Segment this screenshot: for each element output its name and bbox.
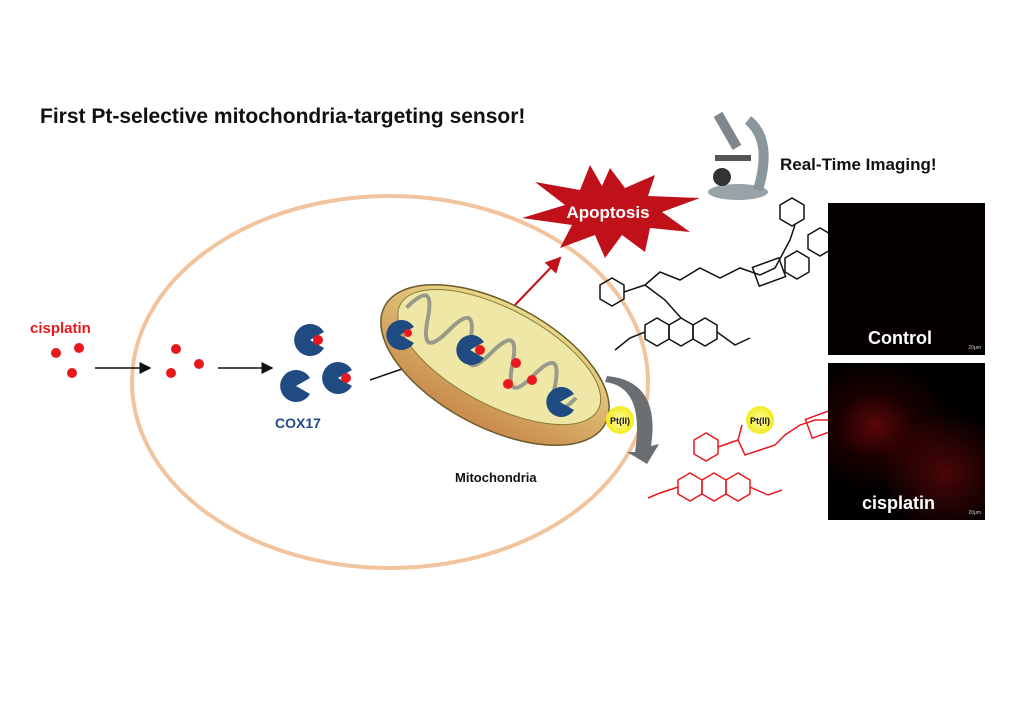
pt-badge-2: Pt(II) <box>746 406 774 434</box>
cisplatin-label: cisplatin <box>30 320 91 337</box>
mitochondria-cox17 <box>386 320 574 418</box>
svg-text:Pt(II): Pt(II) <box>610 416 630 426</box>
cisplatin-dots <box>51 343 204 378</box>
control-image-label: Control <box>868 328 932 348</box>
pt-badge-1: Pt(II) <box>606 406 634 434</box>
cisplatin-image-label: cisplatin <box>862 493 936 513</box>
scale-bar-label: 20μm <box>968 510 981 516</box>
cell-membrane <box>130 194 650 570</box>
cox17-proteins <box>280 324 352 402</box>
imaging-label: Real-Time Imaging! <box>780 155 937 174</box>
apoptosis-arrow <box>514 256 562 306</box>
microscope-icon <box>708 111 769 200</box>
cisplatin-image: cisplatin 20μm <box>828 363 985 520</box>
mitochondria-illustration <box>380 283 610 447</box>
mitochondria-label: Mitochondria <box>455 470 537 485</box>
conversion-arrow <box>605 376 659 464</box>
apoptosis-label: Apoptosis <box>566 203 649 222</box>
control-image: Control 20μm <box>828 203 985 355</box>
probe-molecule <box>599 197 833 351</box>
svg-text:Pt(II): Pt(II) <box>750 416 770 426</box>
cox17-label: COX17 <box>275 415 321 431</box>
scale-bar-label: 20μm <box>968 345 981 351</box>
apoptosis-burst <box>522 165 700 258</box>
page-title: First Pt-selective mitochondria-targetin… <box>40 105 525 128</box>
